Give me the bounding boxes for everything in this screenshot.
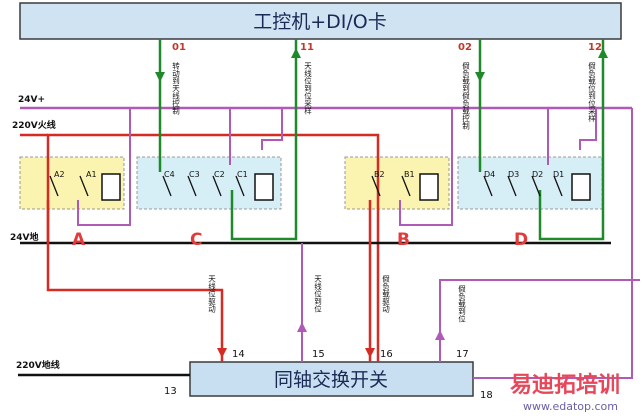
port-16: 16 <box>380 349 393 360</box>
wire-purple-a <box>77 108 131 226</box>
top-block <box>19 2 622 40</box>
wire-a-drive <box>46 200 224 362</box>
port-17: 17 <box>456 349 469 360</box>
contact-label-d3: D3 <box>508 170 519 179</box>
arrow-01 <box>155 72 165 82</box>
coil-a1 <box>101 173 121 201</box>
contact-label-c2: C2 <box>214 170 225 179</box>
arrow-17 <box>435 330 445 340</box>
arrow-02 <box>475 72 485 82</box>
rail-label-220v-neutral: 220V地线 <box>16 359 60 371</box>
coil-d1 <box>571 173 591 201</box>
arrow-16 <box>365 348 375 358</box>
contact-label-a2: A2 <box>54 170 65 179</box>
signal-text-12: 假负载位到位采样 <box>587 62 596 124</box>
rail-label-24v-ground: 24V地 <box>10 231 39 243</box>
signal-text-02: 假负载到假负载控制 <box>461 62 470 131</box>
port-15: 15 <box>312 349 325 360</box>
wire-17 <box>439 279 640 362</box>
wire-purple-b <box>399 108 453 226</box>
group-letter-a: A <box>72 230 86 250</box>
wire-purple-d2 <box>579 108 597 150</box>
wire-18 <box>473 108 633 379</box>
bottom-block <box>189 361 474 397</box>
signal-num-02: 02 <box>458 42 472 53</box>
contact-label-d1: D1 <box>553 170 564 179</box>
rail-label-24v-plus: 24V+ <box>18 95 45 105</box>
contact-label-a1: A1 <box>86 170 97 179</box>
contact-label-d4: D4 <box>484 170 495 179</box>
signal-text-11: 天线位到位采样 <box>303 62 312 116</box>
arrow-12 <box>598 48 608 58</box>
port-13: 13 <box>164 386 177 397</box>
contact-label-b2: B2 <box>374 170 385 179</box>
rail-label-220v-live: 220V火线 <box>12 119 56 131</box>
wire-11 <box>230 39 298 241</box>
contact-label-d2: D2 <box>532 170 543 179</box>
wire-purple-c2 <box>261 108 283 150</box>
lower-text-15: 天线位到位 <box>313 275 322 313</box>
signal-num-12: 12 <box>588 42 602 53</box>
bottom-block-title: 同轴交换开关 <box>274 369 388 391</box>
arrow-15 <box>297 322 307 332</box>
lower-text-17: 假负载到位 <box>457 285 466 323</box>
arrow-11 <box>291 48 301 58</box>
contact-label-c3: C3 <box>189 170 200 179</box>
lower-text-16: 假负载驱动 <box>381 275 390 314</box>
watermark-main: 易迪拓培训 <box>510 372 620 398</box>
signal-num-11: 11 <box>300 42 314 53</box>
arrow-14 <box>217 348 227 358</box>
wire-12 <box>538 39 605 241</box>
rail-220v-live-left <box>46 133 380 362</box>
contact-label-c1: C1 <box>237 170 248 179</box>
group-letter-b: B <box>397 230 410 250</box>
group-letter-c: C <box>190 230 202 250</box>
top-block-title: 工控机+DI/O卡 <box>253 11 387 33</box>
coil-b1 <box>419 173 439 201</box>
contact-label-b1: B1 <box>404 170 415 179</box>
port-14: 14 <box>232 349 245 360</box>
lower-text-14: 天线位驱动 <box>207 275 216 314</box>
port-18: 18 <box>480 390 493 401</box>
signal-num-01: 01 <box>172 42 186 53</box>
watermark-url: www.edatop.com <box>523 400 618 413</box>
coil-c1 <box>254 173 274 201</box>
group-letter-d: D <box>514 230 528 250</box>
signal-text-01: 转动到天线控制 <box>171 61 180 116</box>
contact-label-c4: C4 <box>164 170 175 179</box>
